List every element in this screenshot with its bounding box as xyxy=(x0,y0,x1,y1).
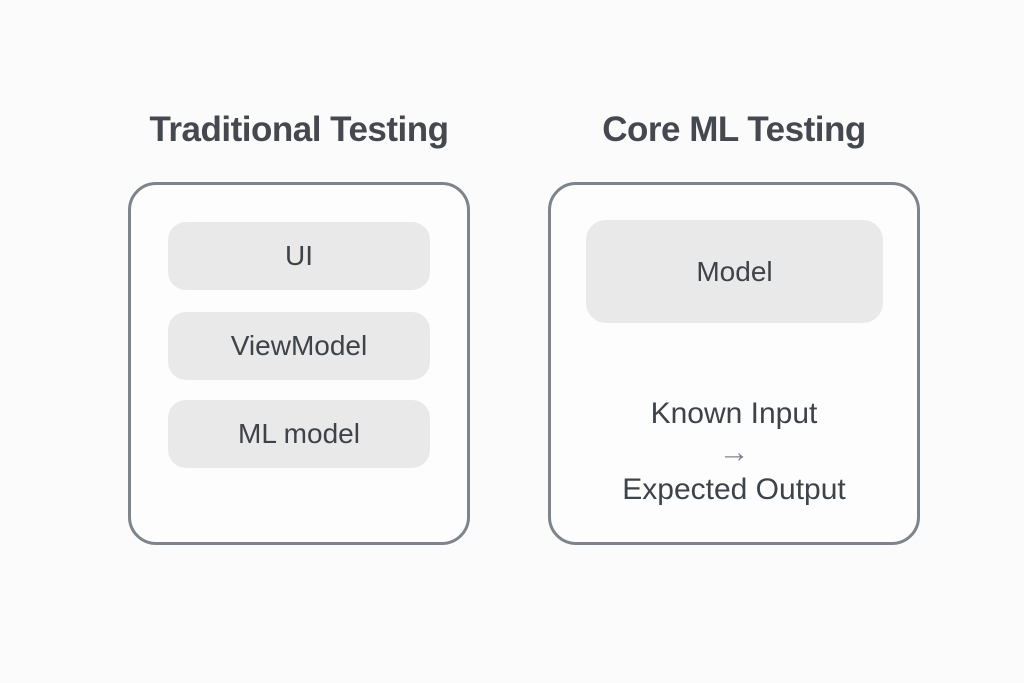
known-input-label: Known Input xyxy=(650,397,818,430)
layer-label-viewmodel: ViewModel xyxy=(230,330,368,361)
layer-pill-viewmodel: ViewModel xyxy=(168,312,430,380)
test-flow: Known Input → Expected Output xyxy=(551,395,917,509)
layer-pill-ui: UI xyxy=(168,222,430,290)
core-ml-testing-title: Core ML Testing xyxy=(602,110,866,149)
core-ml-testing-card: Model Known Input → Expected Output xyxy=(548,182,920,545)
traditional-testing-card: UI ViewModel ML model xyxy=(128,182,470,545)
model-pill: Model xyxy=(586,220,883,323)
layer-label-ml-model: ML model xyxy=(238,418,360,449)
expected-output-label: Expected Output xyxy=(622,473,846,506)
model-label: Model xyxy=(696,255,773,287)
layer-label-ui: UI xyxy=(285,240,313,271)
right-arrow-icon: → xyxy=(718,434,750,469)
traditional-testing-title: Traditional Testing xyxy=(149,110,449,149)
layer-pill-ml-model: ML model xyxy=(168,400,430,468)
